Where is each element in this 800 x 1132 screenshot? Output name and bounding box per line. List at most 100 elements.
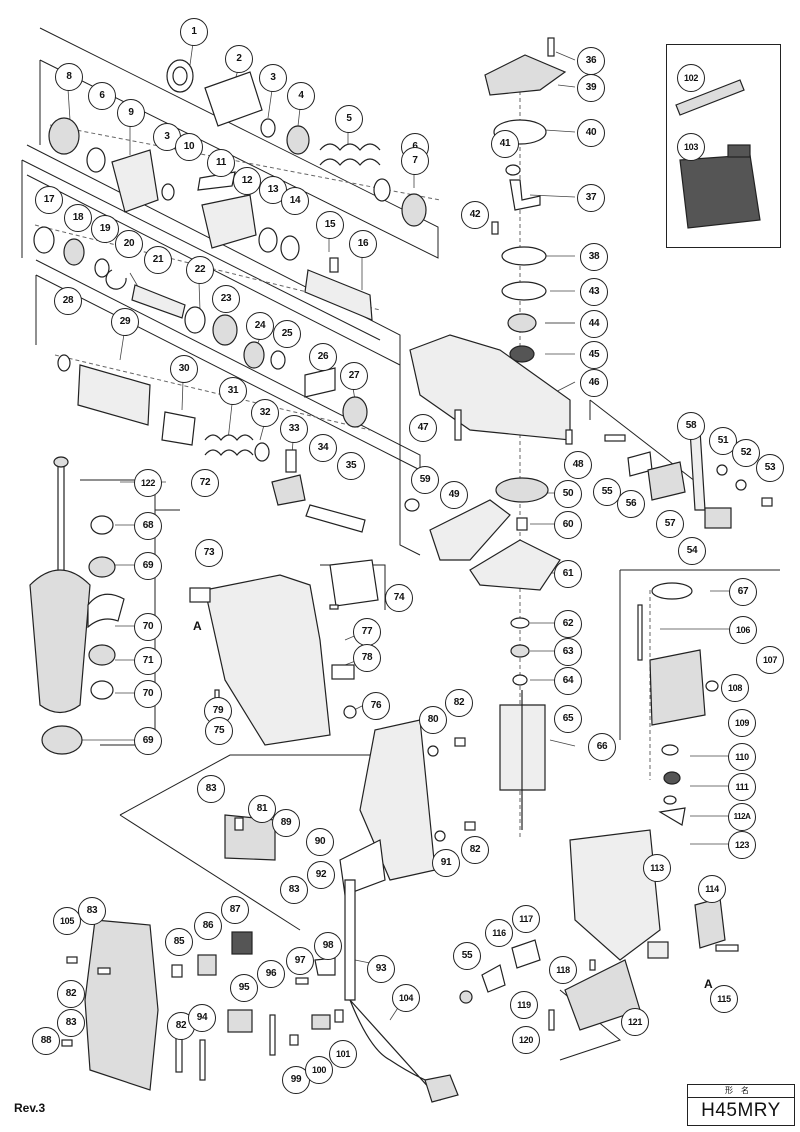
model-box: 形名 H45MRY (687, 1084, 795, 1126)
part-callout-95: 95 (230, 974, 258, 1002)
part-callout-114: 114 (698, 875, 726, 903)
part-callout-53: 53 (756, 454, 784, 482)
part-callout-16: 16 (349, 230, 377, 258)
part-callout-111: 111 (728, 773, 756, 801)
part-callout-39: 39 (577, 74, 605, 102)
part-callout-7: 7 (401, 147, 429, 175)
part-callout-2: 2 (225, 45, 253, 73)
part-callout-87: 87 (221, 896, 249, 924)
part-callout-68: 68 (134, 512, 162, 540)
part-callout-110: 110 (728, 743, 756, 771)
part-callout-91: 91 (432, 849, 460, 877)
part-callout-50: 50 (554, 480, 582, 508)
part-callout-116: 116 (485, 919, 513, 947)
part-callout-15: 15 (316, 211, 344, 239)
part-callout-81: 81 (248, 795, 276, 823)
part-callout-27: 27 (340, 362, 368, 390)
part-callout-106: 106 (729, 616, 757, 644)
part-callout-58: 58 (677, 412, 705, 440)
part-callout-55: 55 (453, 942, 481, 970)
part-callout-78: 78 (353, 644, 381, 672)
part-callout-57: 57 (656, 510, 684, 538)
part-callout-49: 49 (440, 481, 468, 509)
part-callout-74: 74 (385, 584, 413, 612)
part-callout-25: 25 (273, 320, 301, 348)
part-callout-117: 117 (512, 905, 540, 933)
part-callout-22: 22 (186, 256, 214, 284)
part-callout-23: 23 (212, 285, 240, 313)
part-callout-60: 60 (554, 511, 582, 539)
part-callout-59: 59 (411, 466, 439, 494)
part-callout-43: 43 (580, 278, 608, 306)
part-callout-69: 69 (134, 727, 162, 755)
part-callout-73: 73 (195, 539, 223, 567)
part-callout-3: 3 (259, 64, 287, 92)
part-callout-76: 76 (362, 692, 390, 720)
part-callout-1: 1 (180, 18, 208, 46)
part-callout-12: 12 (233, 167, 261, 195)
part-callout-75: 75 (205, 717, 233, 745)
part-callout-14: 14 (281, 187, 309, 215)
part-callout-83: 83 (57, 1009, 85, 1037)
part-callout-64: 64 (554, 667, 582, 695)
part-callout-83: 83 (78, 897, 106, 925)
part-callout-6: 6 (88, 82, 116, 110)
part-callout-54: 54 (678, 537, 706, 565)
part-callout-24: 24 (246, 312, 274, 340)
part-callout-36: 36 (577, 47, 605, 75)
part-callout-52: 52 (732, 439, 760, 467)
part-callout-83: 83 (280, 876, 308, 904)
part-callout-71: 71 (134, 647, 162, 675)
part-callout-86: 86 (194, 912, 222, 940)
part-callout-93: 93 (367, 955, 395, 983)
part-callout-72: 72 (191, 469, 219, 497)
part-callout-32: 32 (251, 399, 279, 427)
part-callout-70: 70 (134, 613, 162, 641)
part-callout-109: 109 (728, 709, 756, 737)
part-callout-48: 48 (564, 451, 592, 479)
part-callout-26: 26 (309, 343, 337, 371)
part-callout-100: 100 (305, 1056, 333, 1084)
part-callout-115: 115 (710, 985, 738, 1013)
frame-line (21, 159, 381, 341)
part-callout-119: 119 (510, 991, 538, 1019)
part-callout-98: 98 (314, 932, 342, 960)
part-callout-34: 34 (309, 434, 337, 462)
part-callout-66: 66 (588, 733, 616, 761)
part-callout-31: 31 (219, 377, 247, 405)
part-callout-61: 61 (554, 560, 582, 588)
accessory-kit-frame (666, 44, 781, 248)
part-callout-65: 65 (554, 705, 582, 733)
part-callout-45: 45 (580, 341, 608, 369)
part-callout-82: 82 (57, 980, 85, 1008)
part-callout-35: 35 (337, 452, 365, 480)
part-callout-112a: 112A (728, 803, 756, 831)
part-callout-55: 55 (593, 478, 621, 506)
part-callout-46: 46 (580, 369, 608, 397)
part-callout-19: 19 (91, 215, 119, 243)
part-callout-69: 69 (134, 552, 162, 580)
part-callout-20: 20 (115, 230, 143, 258)
part-callout-37: 37 (577, 184, 605, 212)
part-callout-56: 56 (617, 490, 645, 518)
revision-label: Rev.3 (14, 1101, 46, 1115)
part-callout-38: 38 (580, 243, 608, 271)
part-callout-107: 107 (756, 646, 784, 674)
part-callout-29: 29 (111, 308, 139, 336)
part-callout-9: 9 (117, 99, 145, 127)
part-callout-105: 105 (53, 907, 81, 935)
part-callout-17: 17 (35, 186, 63, 214)
part-callout-10: 10 (175, 133, 203, 161)
part-callout-104: 104 (392, 984, 420, 1012)
part-callout-80: 80 (419, 706, 447, 734)
part-callout-97: 97 (286, 947, 314, 975)
part-callout-40: 40 (577, 119, 605, 147)
part-callout-82: 82 (461, 836, 489, 864)
frame-line (39, 27, 439, 259)
part-callout-62: 62 (554, 610, 582, 638)
part-callout-92: 92 (307, 861, 335, 889)
model-name: H45MRY (701, 1100, 781, 1121)
part-callout-63: 63 (554, 638, 582, 666)
part-callout-101: 101 (329, 1040, 357, 1068)
